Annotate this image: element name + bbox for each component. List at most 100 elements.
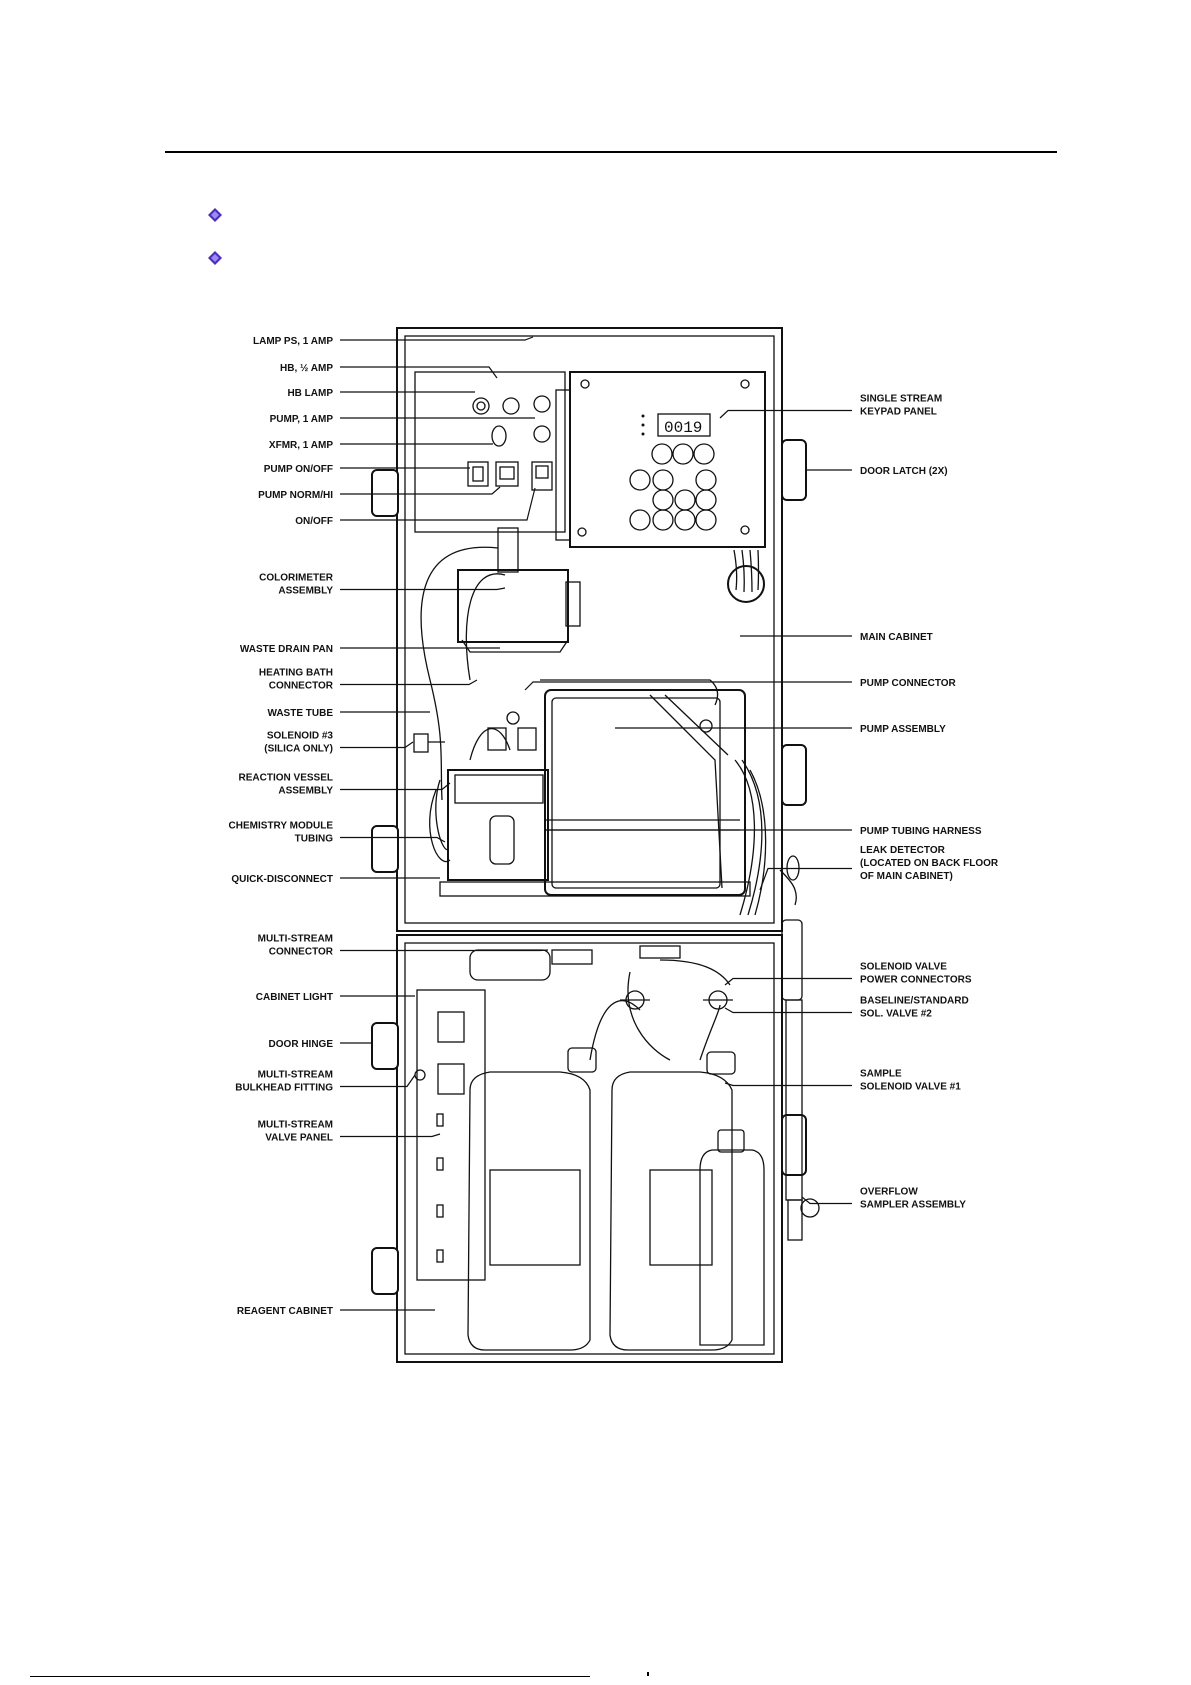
label-text: CHEMISTRY MODULE: [229, 821, 334, 832]
label-text: CABINET LIGHT: [256, 992, 333, 1003]
label-text: OVERFLOW: [860, 1187, 918, 1198]
label-cabinet-light: CABINET LIGHT: [256, 992, 415, 1003]
leader-line: [340, 782, 451, 791]
label-reagent-cabinet: REAGENT CABINET: [237, 1306, 435, 1317]
label-text: SAMPLE: [860, 1069, 902, 1080]
label-pump-1amp: PUMP, 1 AMP: [270, 414, 535, 425]
leader-line: [719, 409, 852, 419]
label-text: (SILICA ONLY): [264, 744, 333, 755]
footer-tick: [647, 1672, 649, 1676]
label-lamp-ps: LAMP PS, 1 AMP: [253, 336, 534, 347]
label-text: PUMP ASSEMBLY: [860, 724, 946, 735]
leader-line: [759, 867, 852, 891]
label-text: MULTI-STREAM: [258, 934, 333, 945]
label-text: TUBING: [295, 834, 334, 845]
label-text: DOOR HINGE: [269, 1039, 334, 1050]
keypad-panel: 0019: [569, 371, 766, 548]
valve-panel: [414, 989, 486, 1281]
label-onoff: ON/OFF: [295, 487, 536, 527]
label-text: VALVE PANEL: [265, 1133, 333, 1144]
label-text: BULKHEAD FITTING: [235, 1083, 333, 1094]
label-text: (LOCATED ON BACK FLOOR: [860, 858, 999, 869]
leader-line: [340, 487, 536, 521]
label-text: PUMP ON/OFF: [264, 464, 333, 475]
leader-line: [340, 741, 414, 749]
label-pump-tubing: PUMP TUBING HARNESS: [545, 826, 982, 837]
label-door-hinge: DOOR HINGE: [269, 1039, 372, 1050]
label-door-latch: DOOR LATCH (2X): [806, 466, 948, 477]
label-text: SOLENOID #3: [267, 731, 334, 742]
colorimeter: [420, 527, 581, 801]
reagent-bottle-1: [467, 1047, 597, 1351]
bullet-diamond-icon: [208, 208, 222, 222]
label-text: PUMP TUBING HARNESS: [860, 826, 982, 837]
label-text: PUMP CONNECTOR: [860, 678, 957, 689]
leader-line: [724, 1007, 852, 1014]
label-text: PUMP NORM/HI: [258, 490, 333, 501]
label-sample-valve: SAMPLE SOLENOID VALVE #1: [724, 1069, 961, 1093]
reaction-vessel: [429, 728, 751, 897]
label-text: DOOR LATCH (2X): [860, 466, 948, 477]
door-hinge-left: [371, 469, 399, 1295]
right-side-hardware: [781, 919, 803, 1001]
label-pump-assembly: PUMP ASSEMBLY: [615, 724, 946, 735]
label-text: HB, ½ AMP: [280, 363, 333, 374]
label-pump-connector: PUMP CONNECTOR: [524, 678, 957, 691]
footer-rule: [30, 1676, 590, 1677]
label-hb-lamp: HB LAMP: [287, 388, 475, 399]
label-text: CONNECTOR: [269, 681, 334, 692]
leader-line: [340, 949, 549, 952]
label-text: SOLENOID VALVE #1: [860, 1082, 961, 1093]
label-waste-drain: WASTE DRAIN PAN: [240, 644, 500, 655]
leader-line: [340, 587, 506, 591]
label-text: ON/OFF: [295, 516, 333, 527]
fuse-panel: [414, 371, 571, 541]
label-text: HEATING BATH: [259, 668, 333, 679]
main-cabinet-body: [396, 327, 783, 932]
pump-connectors: [487, 711, 537, 751]
reagent-bottle-2: [609, 1051, 736, 1351]
label-text: MULTI-STREAM: [258, 1120, 333, 1131]
leader-line: [340, 336, 534, 341]
leader-line: [724, 1082, 852, 1087]
leader-line: [340, 679, 478, 686]
label-text: WASTE DRAIN PAN: [240, 644, 333, 655]
label-text: COLORIMETER: [259, 573, 334, 584]
label-text: XFMR, 1 AMP: [269, 440, 333, 451]
label-hb-half: HB, ½ AMP: [280, 363, 498, 379]
label-chem-module: CHEMISTRY MODULE TUBING: [229, 821, 446, 845]
label-solenoid3: SOLENOID #3 (SILICA ONLY): [264, 731, 414, 755]
label-text: WASTE TUBE: [267, 708, 333, 719]
leader-line: [801, 1196, 852, 1205]
solenoid-valves: [589, 959, 733, 1061]
label-text: HB LAMP: [287, 388, 333, 399]
label-keypad: SINGLE STREAM KEYPAD PANEL: [719, 394, 942, 419]
label-ms-valve-panel: MULTI-STREAM VALVE PANEL: [258, 1120, 441, 1144]
label-text: ASSEMBLY: [278, 786, 333, 797]
label-text: OF MAIN CABINET): [860, 871, 953, 882]
reagent-bottle-3: [699, 1129, 765, 1346]
label-text: CONNECTOR: [269, 947, 334, 958]
label-text: KEYPAD PANEL: [860, 407, 937, 418]
label-text: POWER CONNECTORS: [860, 975, 972, 986]
display-readout: 0019: [664, 419, 702, 437]
bullet-diamond-icon: [208, 251, 222, 265]
leader-line: [524, 681, 852, 691]
solenoid-3: [413, 733, 445, 753]
label-xfmr: XFMR, 1 AMP: [269, 440, 493, 451]
label-text: SOL. VALVE #2: [860, 1009, 932, 1020]
label-waste-tube: WASTE TUBE: [267, 708, 430, 719]
label-text: MULTI-STREAM: [258, 1070, 333, 1081]
label-text: QUICK-DISCONNECT: [231, 874, 333, 885]
label-text: REACTION VESSEL: [239, 773, 333, 784]
labels-left: LAMP PS, 1 AMP HB, ½ AMP HB LAMP PUMP, 1 AM…: [229, 336, 549, 1317]
leader-line: [340, 1133, 441, 1138]
label-pump-onoff: PUMP ON/OFF: [264, 464, 470, 475]
label-text: SINGLE STREAM: [860, 394, 942, 405]
label-text: LAMP PS, 1 AMP: [253, 336, 333, 347]
